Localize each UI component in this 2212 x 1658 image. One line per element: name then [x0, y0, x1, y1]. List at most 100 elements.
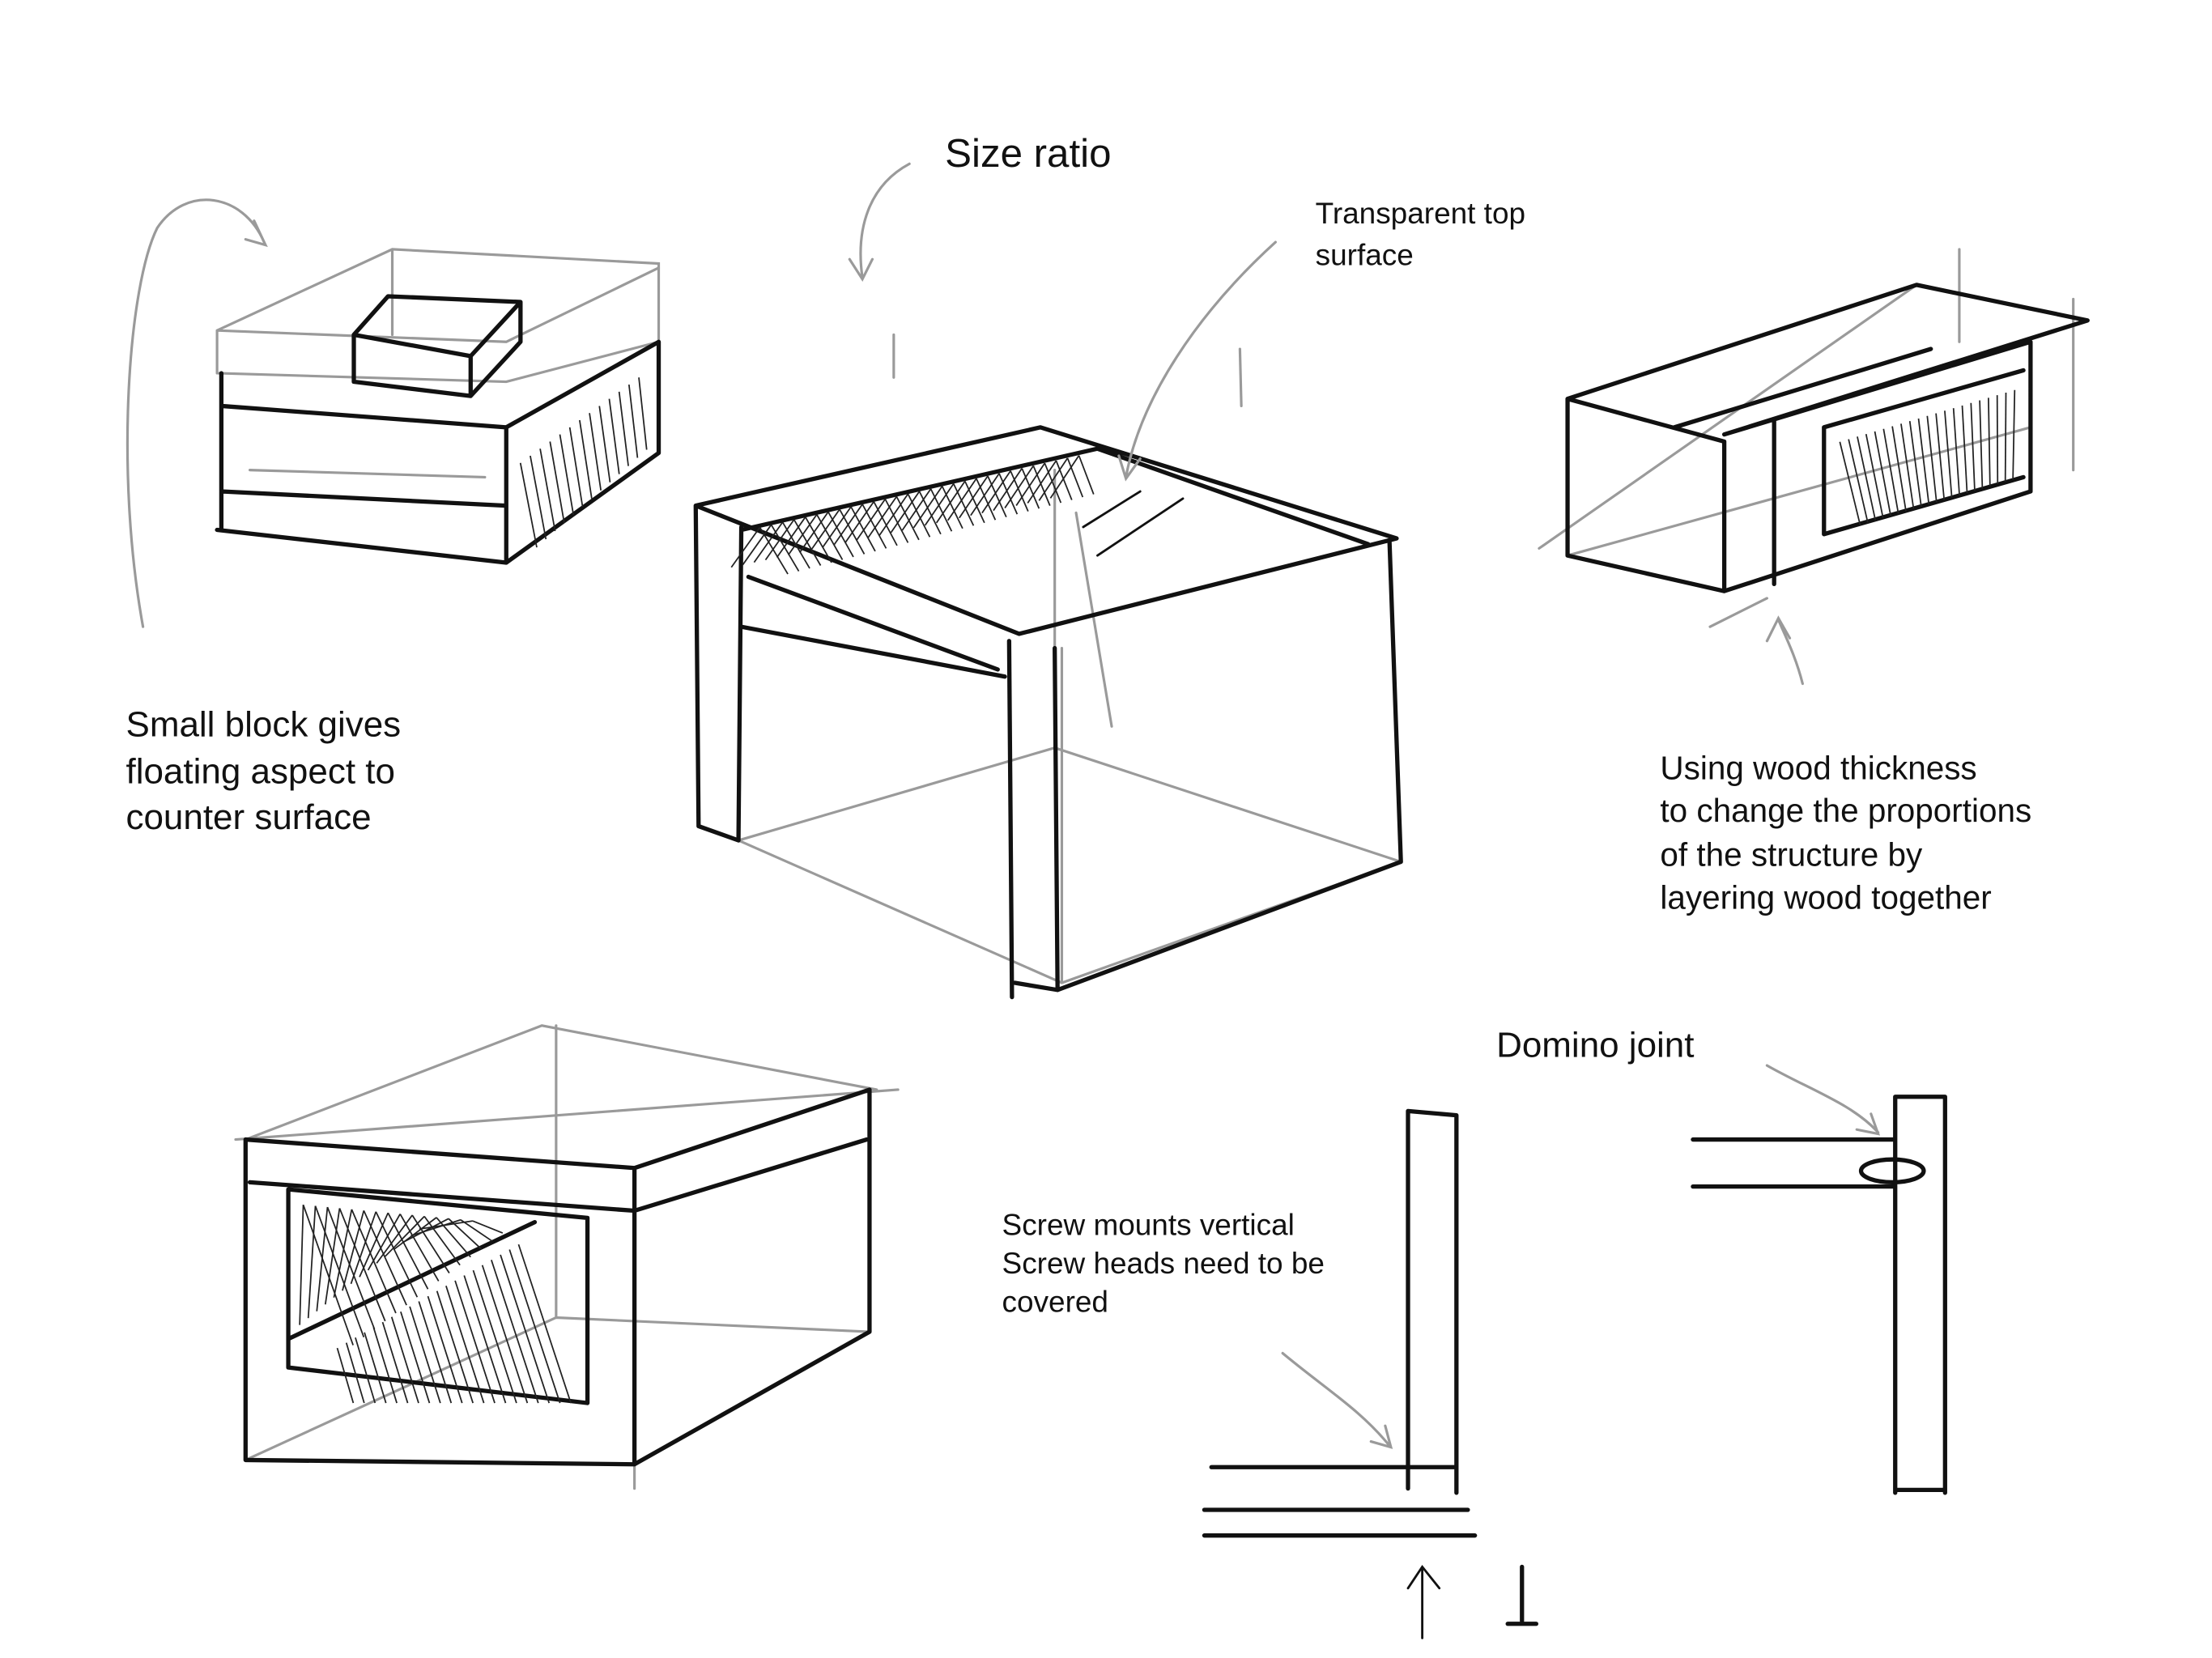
hatch-line: [1979, 400, 1984, 489]
hatch-line: [753, 521, 784, 563]
hatch-line: [500, 1254, 551, 1404]
hatch-line: [549, 441, 565, 524]
hatch-line: [539, 449, 556, 532]
hatch-line: [924, 483, 955, 526]
label-wood-thickness-2: to change the proportions: [1660, 792, 2031, 829]
hatch-line: [530, 455, 547, 540]
hatch-line: [411, 1214, 450, 1273]
hatch-line: [1882, 428, 1899, 514]
hatch-line: [418, 1301, 453, 1404]
hatch-line: [299, 1205, 304, 1325]
hatch-line: [1874, 431, 1892, 517]
label-domino-joint: Domino joint: [1496, 1026, 1694, 1065]
hatch-line: [901, 488, 932, 531]
hatch-line: [1848, 439, 1869, 523]
hatch-line: [970, 473, 1000, 517]
hatch-line: [941, 486, 963, 529]
hatch-line: [387, 1212, 429, 1290]
hatch-crosshatch-back: [730, 455, 1095, 575]
hatch-line: [1908, 421, 1922, 507]
hatch-line: [822, 506, 852, 548]
hatch-side: [519, 377, 648, 548]
hatch-line: [364, 1332, 387, 1404]
sketch-domino-joint: [1691, 1064, 1947, 1495]
hatch-line: [608, 398, 620, 474]
hatch-line: [559, 434, 575, 516]
sketch-counter-with-small-block: [125, 198, 661, 628]
label-wood-thickness-4: layering wood together: [1660, 879, 1991, 916]
hatch-line: [1004, 465, 1034, 509]
hatch-line: [336, 1347, 355, 1404]
hatch-line: [787, 514, 818, 555]
hatch-line: [912, 486, 943, 529]
hatch-line: [481, 1265, 529, 1404]
hatch-line: [333, 1209, 353, 1298]
hatch-line: [1865, 433, 1884, 518]
hatch-line: [776, 517, 806, 559]
sketch-box-with-opening: [234, 1024, 900, 1490]
hatch-line: [959, 475, 989, 519]
hatch-line: [460, 1219, 493, 1242]
hatch-line: [436, 1217, 471, 1258]
hatch-line: [1021, 468, 1040, 509]
hatch-line: [409, 1306, 441, 1404]
size-marks: [892, 333, 1243, 408]
hatch-line: [375, 1211, 419, 1298]
hatch-line: [1010, 470, 1029, 512]
hatch-line: [517, 1244, 572, 1404]
hatch-line: [314, 1205, 365, 1337]
hatch-line: [1970, 402, 1976, 491]
hatch-line: [1066, 457, 1084, 498]
label-wood-thickness-1: Using wood thickness: [1660, 749, 1976, 786]
hatch-line: [1044, 462, 1062, 504]
hatch-line: [856, 499, 887, 541]
hatch-line: [355, 1337, 376, 1404]
hatch-line: [454, 1280, 496, 1404]
hatch-line: [987, 475, 1007, 518]
hatch-line: [976, 478, 997, 521]
hatch-line: [400, 1312, 431, 1404]
hatch-line: [399, 1214, 440, 1282]
hatch-line: [1027, 460, 1057, 504]
hatch-line: [981, 470, 1011, 514]
hatch-line: [508, 1249, 561, 1404]
label-wood-thickness-3: of the structure by: [1660, 836, 1923, 874]
hatch-line: [935, 480, 966, 524]
hatch-line: [345, 1342, 365, 1404]
hatch-line: [998, 473, 1019, 515]
hatch-line: [579, 419, 593, 499]
up-arrow-icon: [1406, 1565, 1441, 1639]
hatch-line: [946, 478, 977, 521]
hatch-line: [359, 1212, 389, 1278]
hatch-line: [363, 1209, 407, 1306]
hatch-line: [326, 1206, 376, 1330]
arrow-icon: [1765, 1064, 1881, 1136]
hatch-line: [350, 1211, 377, 1285]
hatch-line: [878, 493, 909, 536]
hatch-line: [445, 1286, 485, 1404]
hatch-line: [890, 491, 921, 534]
hatch-line: [390, 1316, 419, 1404]
hatch-line: [324, 1208, 341, 1305]
hatch-line: [1988, 397, 1991, 487]
hatch-line: [1900, 423, 1915, 509]
hatch-line: [1049, 455, 1080, 499]
hatch-line: [338, 1208, 386, 1322]
label-transparent-top-1: Transparent top: [1316, 197, 1525, 230]
hatch-line: [867, 495, 898, 538]
hatch-line: [1891, 426, 1907, 512]
hatch-line: [1078, 455, 1095, 495]
hatch-line: [2012, 389, 2016, 480]
hatch-line: [764, 519, 795, 561]
arrow-icon: [1765, 615, 1804, 686]
hatch-line: [1952, 408, 1960, 495]
hatch-line: [342, 1210, 365, 1291]
hatch-line: [1015, 462, 1046, 506]
hatch-line: [463, 1275, 507, 1404]
arrow-icon: [1117, 240, 1277, 482]
hatch-line: [993, 468, 1023, 512]
hatch-shelf: [1839, 389, 2016, 525]
label-small-block-3: counter surface: [125, 797, 371, 837]
hatch-line: [742, 524, 772, 566]
